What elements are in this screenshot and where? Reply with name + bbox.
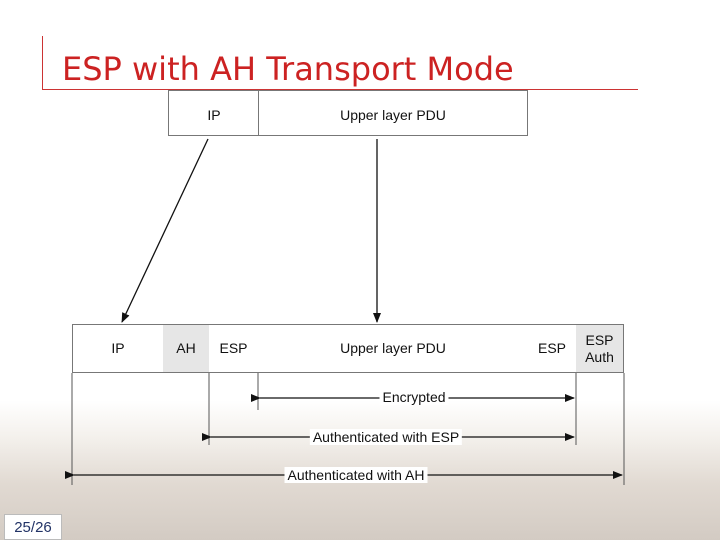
page-number: 25/26 xyxy=(4,514,62,540)
original-upper-layer-pdu: Upper layer PDU xyxy=(258,90,528,136)
field-upper-layer-pdu: Upper layer PDU xyxy=(258,324,528,373)
field-esp-auth: ESP Auth xyxy=(576,324,624,373)
title-rule-vertical xyxy=(42,36,43,90)
ip-mapping-arrow xyxy=(121,138,209,323)
field-ip-header: IP xyxy=(72,324,163,373)
slide-title: ESP with AH Transport Mode xyxy=(62,50,514,88)
field-esp-trailer: ESP xyxy=(528,324,576,373)
title-rule-horizontal xyxy=(42,89,638,90)
field-esp-header: ESP xyxy=(209,324,258,373)
encrypted-label: Encrypted xyxy=(379,389,449,405)
auth-ah-label: Authenticated with AH xyxy=(284,467,428,483)
field-ah-header: AH xyxy=(163,324,209,373)
original-ip-header: IP xyxy=(168,90,259,136)
auth-esp-label: Authenticated with ESP xyxy=(309,429,463,445)
